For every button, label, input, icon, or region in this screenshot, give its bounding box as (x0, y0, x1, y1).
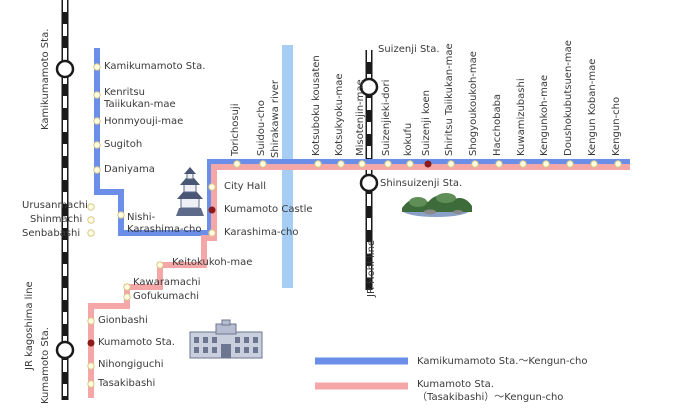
label-jr-kagoshima-line: JR kagoshima line (24, 281, 35, 370)
label-east-station: Suizenjieki-dori (381, 79, 392, 156)
stop-east-13 (566, 160, 574, 168)
stop-east-9 (471, 160, 479, 168)
label-honmyouji: Honmyouji-mae (104, 116, 184, 127)
label-east-station: Shiritsu Taiikukan-mae (444, 43, 455, 156)
stop-east-2 (314, 160, 322, 168)
label-daniyama: Daniyama (104, 164, 155, 175)
stop-east-14 (590, 160, 598, 168)
label-east-station: Misotenjin-mae (355, 79, 366, 156)
label-kumamoto-vertical: Kumamoto Sta. (40, 327, 51, 404)
label-east-station: Kengun-cho (611, 96, 622, 156)
shared-stops (208, 183, 216, 237)
label-gionbashi: Gionbashi (98, 315, 148, 326)
stop-senbabashi (87, 229, 95, 237)
stop-nishi-karashima (117, 211, 125, 219)
label-east-station: Suidou-cho (256, 100, 267, 156)
label-kumamoto-castle: Kumamoto Castle (224, 204, 313, 215)
stop-kumamoto-terminal (87, 339, 95, 347)
label-east-station: Suizenji koen (421, 90, 432, 156)
label-nihongiguchi: Nihongiguchi (98, 359, 164, 370)
label-kumamoto: Kumamoto Sta. (98, 337, 175, 348)
label-east-station: Hacchobaba (492, 93, 503, 156)
label-gofukumachi: Gofukumachi (133, 291, 200, 302)
stop-kenritsu (93, 91, 101, 99)
suizenji-jr-station (359, 77, 379, 97)
stop-karashima (208, 229, 216, 237)
label-sugitoh: Sugitoh (104, 139, 143, 150)
label-urusanmachi: Urusanmachi (22, 200, 88, 211)
pink-stops (87, 203, 164, 388)
label-shinmachi: Shinmachi (30, 214, 83, 225)
kumamoto-station-building-icon (189, 319, 263, 359)
stop-east-3 (337, 160, 345, 168)
stop-kawaramachi (123, 283, 131, 291)
stop-east-4 (358, 160, 366, 168)
label-east-station: Kengun Koban-mae (587, 58, 598, 156)
label-city-hall: City Hall (224, 181, 266, 192)
stop-urusanmachi (87, 203, 95, 211)
label-keitokukoh: Keitokukoh-mae (172, 257, 253, 268)
stop-kamikumamoto (93, 63, 101, 71)
label-nishi-karashima: Nishi- Karashima-cho (127, 212, 202, 235)
label-tasakibashi: Tasakibashi (98, 378, 156, 389)
stop-city-hall (208, 183, 216, 191)
stop-east-12 (542, 160, 550, 168)
suizenji-garden-icon (402, 193, 472, 217)
stop-shinmachi (87, 216, 95, 224)
label-east-station: Doushokubutsuen-mae (563, 40, 574, 156)
label-east-station: Kuwamizubashi (516, 78, 527, 156)
label-karashima: Karashima-cho (224, 227, 299, 238)
label-east-station: Kengunkoh-mae (539, 74, 550, 156)
label-kamikumamoto-vertical: Kamikumamoto Sta. (40, 28, 51, 130)
stop-east-8 (447, 160, 455, 168)
stop-daniyama (93, 166, 101, 174)
label-kawaramachi: Kawaramachi (133, 277, 201, 288)
stop-east-11 (519, 160, 527, 168)
shinsuizenji-jr-station (359, 173, 379, 193)
kumamoto-castle-icon (176, 167, 204, 216)
kumamoto-jr-station (55, 340, 75, 360)
label-jr-hohi-line: JR Hohi line (366, 239, 377, 297)
label-east-station: Shogyoukoukoh-mae (468, 51, 479, 156)
label-senbabashi: Senbabashi (22, 228, 81, 239)
stop-east-5 (384, 160, 392, 168)
stop-east-0 (233, 160, 241, 168)
stop-tasakibashi (87, 380, 95, 388)
east-stops (233, 160, 622, 168)
label-shinsuizenji-sta: Shinsuizenji Sta. (380, 178, 463, 189)
stop-honmyouji (93, 117, 101, 125)
stop-gionbashi (87, 317, 95, 325)
stop-nihongiguchi (87, 362, 95, 370)
label-east-station: kokufu (403, 122, 414, 156)
legend-blue-label: Kamikumamoto Sta.～Kengun-cho (417, 356, 588, 367)
kamikumamoto-jr-station (55, 59, 75, 79)
stop-keitokukoh (156, 261, 164, 269)
legend-pink-label: Kumamoto Sta. （Tasakibashi）～Kengun-cho (417, 379, 564, 403)
label-suizenji-sta: Suizenji Sta. (378, 44, 440, 55)
stop-east-6 (406, 160, 414, 168)
stop-east-15 (614, 160, 622, 168)
label-kamikumamoto: Kamikumamoto Sta. (104, 61, 206, 72)
stop-east-10 (495, 160, 503, 168)
stop-suizenji-koen-terminal (424, 160, 432, 168)
label-east-station: Kotsuboku kousaten (311, 55, 322, 156)
stop-kumamoto-castle-terminal (208, 206, 216, 214)
blue-stops (93, 63, 125, 219)
label-east-station: Kotsukyoku-mae (334, 73, 345, 156)
blue-route (94, 48, 630, 236)
stop-gofukumachi (123, 293, 131, 301)
stop-sugitoh (93, 141, 101, 149)
label-kenritsu: Kenritsu Taiikukan-mae (104, 87, 176, 110)
stop-east-1 (259, 160, 267, 168)
label-shirakawa-river: Shirakawa river (270, 79, 281, 158)
label-east-station: Torichosuji (230, 103, 241, 156)
